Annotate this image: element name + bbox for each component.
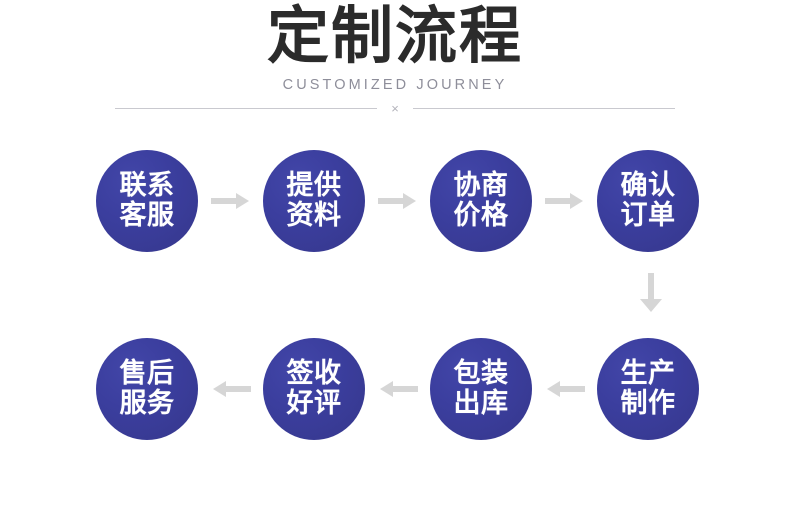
arrow-down-icon (640, 273, 662, 313)
flow-node-packing-shipping[interactable]: 包装 出库 (430, 338, 532, 440)
arrow-head (640, 299, 662, 312)
divider-rule-left (115, 107, 378, 109)
flow-node-confirm-order[interactable]: 确认 订单 (597, 150, 699, 252)
page-subtitle: CUSTOMIZED JOURNEY (282, 77, 508, 93)
arrow-right-icon (211, 193, 251, 209)
arrow-head (236, 193, 249, 209)
flow-node-after-sales-service[interactable]: 售后 服务 (96, 338, 198, 440)
arrow-stem (545, 198, 571, 204)
arrow-head (570, 193, 583, 209)
flow-node-label: 生产 制作 (620, 358, 676, 419)
arrow-head (213, 381, 226, 397)
arrow-stem (392, 386, 418, 392)
divider-rule-right (412, 107, 675, 109)
flow-row-bottom: 售后 服务 签收 好评 包装 出库 生产 制作 (0, 338, 790, 440)
page-title: 定制流程 (266, 0, 523, 72)
title-divider: × (115, 100, 675, 116)
flow-node-label: 协商 价格 (453, 170, 509, 231)
arrow-left-icon (545, 381, 585, 397)
arrow-head (380, 381, 393, 397)
flow-node-label: 包装 出库 (453, 358, 509, 419)
flow-node-label: 确认 订单 (620, 170, 676, 231)
flow-node-label: 签收 好评 (286, 358, 342, 419)
flow-node-contact-service[interactable]: 联系 客服 (96, 150, 198, 252)
arrow-left-icon (378, 381, 418, 397)
arrow-stem (225, 386, 251, 392)
flow-node-label: 联系 客服 (119, 170, 175, 231)
arrow-stem (378, 198, 404, 204)
flow-node-production[interactable]: 生产 制作 (597, 338, 699, 440)
flow-node-label: 售后 服务 (119, 358, 175, 419)
arrow-head (403, 193, 416, 209)
arrow-right-icon (545, 193, 585, 209)
arrow-head (547, 381, 560, 397)
header: 定制流程 CUSTOMIZED JOURNEY (0, 0, 790, 94)
flow-node-sign-and-review[interactable]: 签收 好评 (263, 338, 365, 440)
arrow-stem (559, 386, 585, 392)
flow-node-label: 提供 资料 (286, 170, 342, 231)
arrow-stem (211, 198, 237, 204)
flow-node-provide-materials[interactable]: 提供 资料 (263, 150, 365, 252)
flow-row-top: 联系 客服 提供 资料 协商 价格 确认 订单 (0, 150, 790, 252)
flow-node-negotiate-price[interactable]: 协商 价格 (430, 150, 532, 252)
arrow-right-icon (378, 193, 418, 209)
arrow-left-icon (211, 381, 251, 397)
divider-x-icon: × (391, 100, 399, 116)
arrow-stem (648, 273, 654, 300)
